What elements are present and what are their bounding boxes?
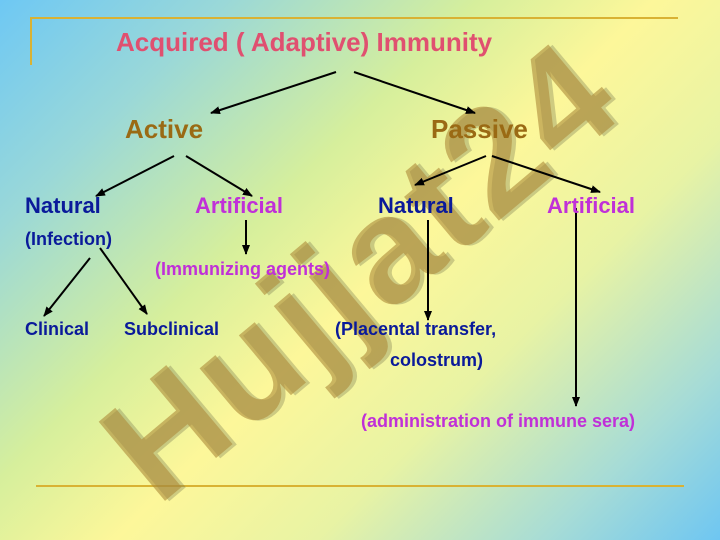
immunizing-agents-note: (Immunizing agents) xyxy=(155,259,330,279)
arrow-active-to-artificial xyxy=(185,155,253,197)
passive-label: Passive xyxy=(431,114,528,144)
active-artificial-label: Artificial xyxy=(195,193,284,218)
subclinical-label: Subclinical xyxy=(124,319,220,339)
arrow-infection-to-clinical xyxy=(43,257,91,317)
arrow-infection-to-subclinical xyxy=(99,247,148,315)
arrow-active-to-natural xyxy=(95,155,175,197)
active-natural-label: Natural xyxy=(25,193,101,218)
frame-bottom-line xyxy=(36,485,684,487)
placental-transfer-note: (Placental transfer, xyxy=(335,319,497,339)
clinical-label: Clinical xyxy=(25,319,90,339)
diagram-title: Acquired ( Adaptive) Immunity xyxy=(116,27,493,57)
passive-artificial-label: Artificial xyxy=(547,193,636,218)
passive-natural-label: Natural xyxy=(378,193,454,218)
arrow-passive-to-natural xyxy=(414,155,487,186)
arrow-passive-to-artificial xyxy=(491,155,601,193)
active-label: Active xyxy=(125,114,204,144)
arrow-title-to-active xyxy=(210,71,337,114)
immune-sera-note: (administration of immune sera) xyxy=(361,411,636,431)
arrow-title-to-passive xyxy=(353,71,476,114)
infection-note: (Infection) xyxy=(25,229,112,249)
frame-left-line xyxy=(30,17,32,65)
frame-top-line xyxy=(30,17,678,19)
colostrum-note: colostrum) xyxy=(390,350,484,370)
